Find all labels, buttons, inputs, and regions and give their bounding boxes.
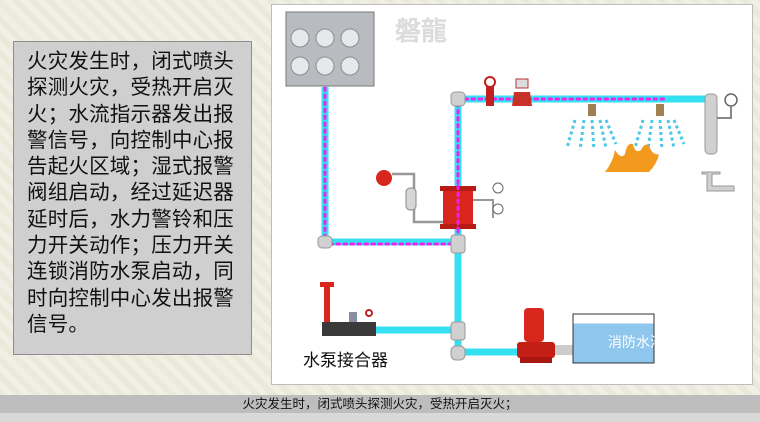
pipe-tank-to-valve — [321, 87, 458, 246]
retard-chamber-icon — [405, 187, 417, 211]
water-tank-icon — [285, 11, 375, 87]
description-text: 火灾发生时，闭式喷头探测火灾，受热开启灭火；水流指示器发出报警信号，向控制中心报… — [27, 49, 234, 336]
pool-label: 消防水池 — [608, 335, 664, 351]
subtitle-text: 火灾发生时，闭式喷头探测火灾，受热开启灭火； — [242, 396, 518, 411]
subtitle-bar: 火灾发生时，闭式喷头探测火灾，受热开启灭火； — [0, 395, 760, 413]
fire-pump-icon — [517, 308, 573, 363]
description-box: 火灾发生时，闭式喷头探测火灾，受热开启灭火；水流指示器发出报警信号，向控制中心报… — [13, 41, 252, 355]
sprinkler-head-icon — [633, 104, 686, 151]
sprinkler-head-icon — [565, 104, 618, 151]
fire-water-pool — [572, 313, 655, 364]
pressure-gauge-icon — [717, 93, 738, 119]
watermark: 磐龍 — [395, 16, 447, 47]
pump-connector-label: 水泵接合器 — [303, 351, 388, 371]
alarm-valve-group — [376, 170, 504, 229]
fire-icon — [605, 143, 659, 172]
subtitle-bar-bottom — [0, 413, 760, 422]
pump-connector-icon — [320, 282, 376, 336]
water-flow-indicator-icon — [512, 78, 532, 106]
signal-valve-icon — [484, 76, 496, 106]
water-alarm-bell-icon — [376, 170, 392, 186]
pipe-fittings — [317, 91, 735, 361]
pressure-gauge-icon — [492, 182, 504, 194]
pressure-gauge-icon — [492, 203, 504, 215]
